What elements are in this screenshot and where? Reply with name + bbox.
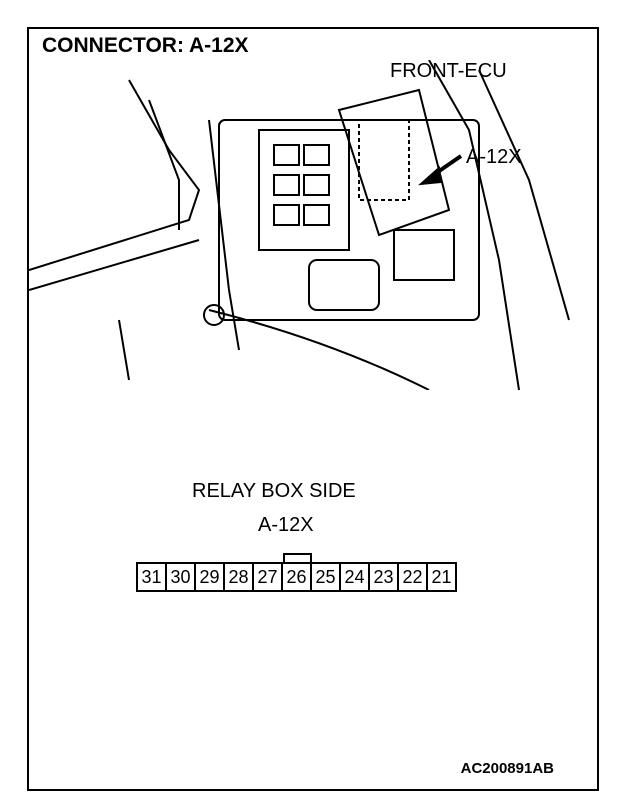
- pin-31: 31: [141, 567, 162, 587]
- connector-pin-layout: 31 30 29 28 27 26 25 24 23 22 21: [136, 562, 457, 592]
- pin-25: 25: [310, 564, 339, 590]
- pin-23: 23: [368, 564, 397, 590]
- figure-code: AC200891AB: [460, 760, 554, 777]
- connector-key-tab: [283, 553, 312, 564]
- pin-29: 29: [194, 564, 223, 590]
- pin-21: 21: [426, 564, 455, 590]
- pin-26: 26: [281, 564, 310, 590]
- front-ecu-label: FRONT-ECU: [390, 60, 507, 82]
- relay-box-illustration: [29, 60, 570, 390]
- pin-30: 30: [165, 564, 194, 590]
- connector-callout-label: A-12X: [466, 146, 522, 168]
- diagram-title: CONNECTOR: A-12X: [42, 34, 249, 57]
- diagram-frame: [27, 27, 599, 791]
- pin-22: 22: [397, 564, 426, 590]
- connector-name-label: A-12X: [258, 514, 314, 536]
- pin-28: 28: [223, 564, 252, 590]
- pin-27: 27: [252, 564, 281, 590]
- relay-box-side-label: RELAY BOX SIDE: [192, 480, 356, 502]
- pin-24: 24: [339, 564, 368, 590]
